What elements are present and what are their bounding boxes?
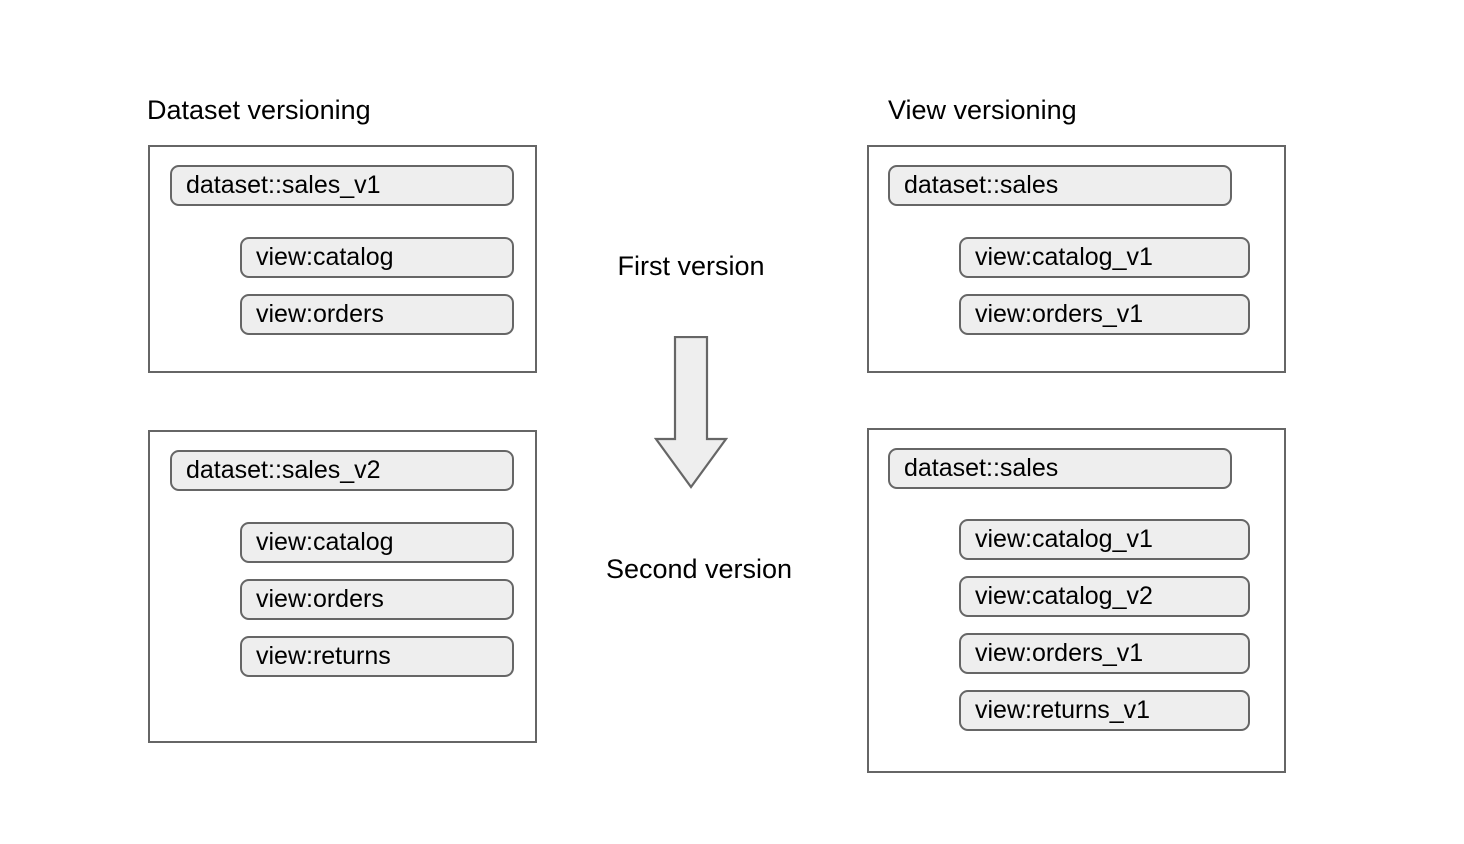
pill-view-catalog-v2group[interactable]: view:catalog [240,522,514,563]
pill-view-catalog-v1group[interactable]: view:catalog [240,237,514,278]
dataset-versioning-heading: Dataset versioning [147,95,371,125]
pill-view-catalog-v2-second[interactable]: view:catalog_v2 [959,576,1250,617]
pill-dataset-sales-v2[interactable]: dataset::sales_v2 [170,450,514,491]
pill-view-catalog-v1-second[interactable]: view:catalog_v1 [959,519,1250,560]
pill-view-returns-v2group[interactable]: view:returns [240,636,514,677]
second-version-caption: Second version [605,554,793,584]
pill-view-catalog-v1-first[interactable]: view:catalog_v1 [959,237,1250,278]
pill-dataset-sales-second[interactable]: dataset::sales [888,448,1232,489]
pill-view-orders-v1-first[interactable]: view:orders_v1 [959,294,1250,335]
pill-view-orders-v2group[interactable]: view:orders [240,579,514,620]
pill-view-orders-v1group[interactable]: view:orders [240,294,514,335]
first-version-caption: First version [617,251,765,281]
view-versioning-heading: View versioning [888,95,1077,125]
pill-dataset-sales-v1[interactable]: dataset::sales_v1 [170,165,514,206]
pill-view-returns-v1-second[interactable]: view:returns_v1 [959,690,1250,731]
down-arrow-icon [654,336,728,490]
pill-dataset-sales-first[interactable]: dataset::sales [888,165,1232,206]
pill-view-orders-v1-second[interactable]: view:orders_v1 [959,633,1250,674]
